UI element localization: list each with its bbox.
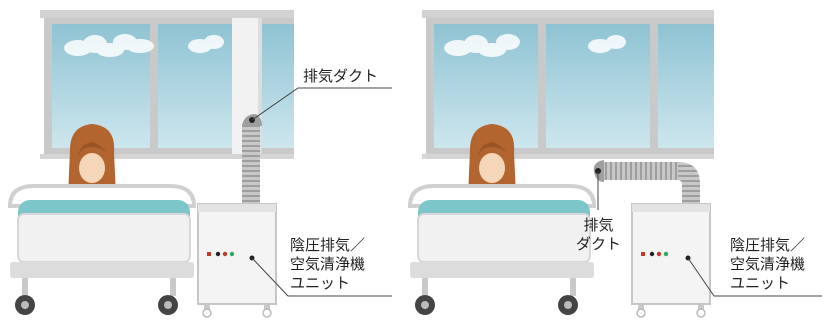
unit-label-2-line-1: 陰圧排気／	[730, 236, 806, 254]
air-purifier-unit-2	[631, 203, 711, 318]
exhaust-duct-1	[242, 114, 262, 206]
leader-lines-2	[597, 171, 822, 297]
unit-label-2-line-2: 空気清浄機	[730, 255, 806, 273]
leader-lines-1	[251, 87, 392, 297]
unit-label-1-line-1: 陰圧排気／	[290, 236, 366, 254]
duct-label-2-line-2: ダクト	[576, 235, 622, 253]
scene-1	[7, 10, 392, 318]
bed-with-patient-2	[407, 124, 597, 315]
unit-label-2-line-3: ユニット	[730, 274, 791, 292]
scene-2	[407, 10, 822, 318]
air-purifier-unit-1	[197, 203, 277, 318]
duct-label-1: 排気ダクト	[303, 67, 379, 85]
duct-label-2: 排気 ダクト	[576, 216, 621, 254]
unit-label-1-line-2: 空気清浄機	[290, 255, 366, 273]
bed-with-patient-1	[7, 124, 197, 315]
exhaust-duct-2	[593, 160, 700, 206]
unit-label-1: 陰圧排気／ 空気清浄機 ユニット	[290, 236, 365, 293]
unit-label-2: 陰圧排気／ 空気清浄機 ユニット	[730, 236, 805, 293]
window-2	[422, 10, 714, 159]
duct-label-2-line-1: 排気	[583, 216, 614, 234]
unit-label-1-line-3: ユニット	[290, 274, 351, 292]
